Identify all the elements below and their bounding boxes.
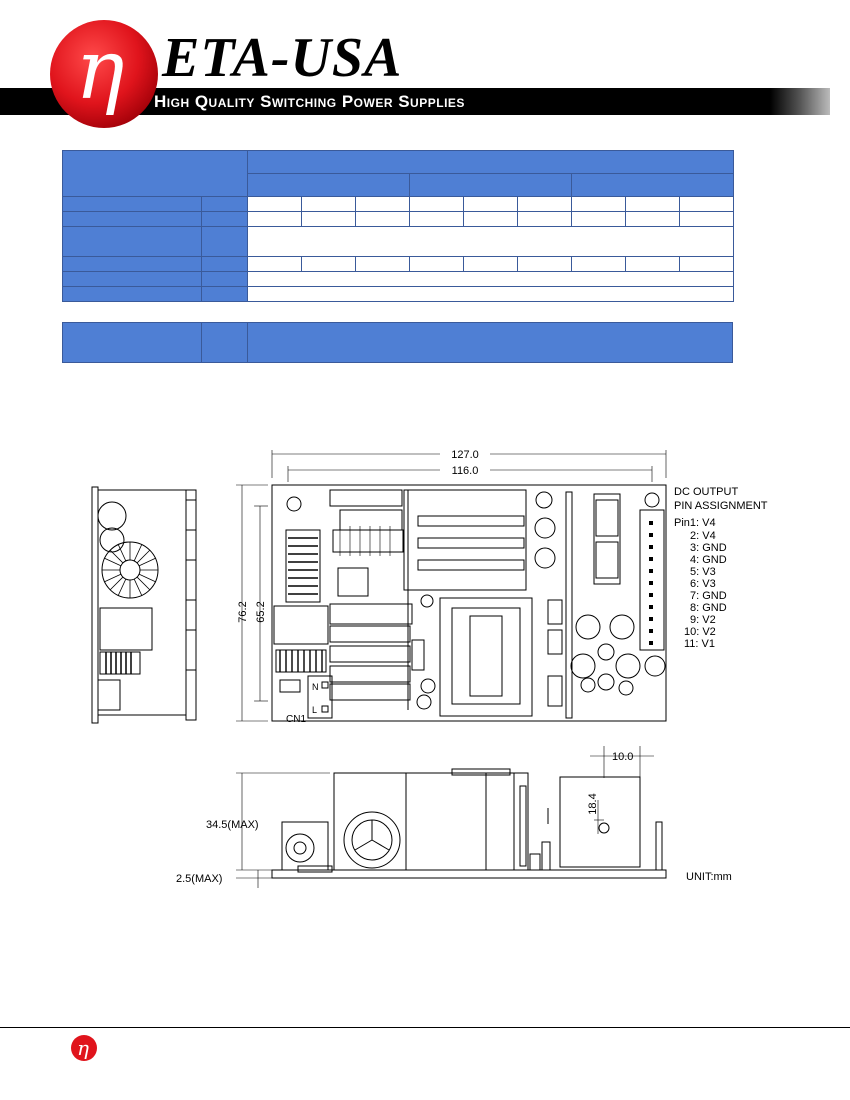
side-view — [91, 486, 197, 724]
dim-hole-width: 65.2 — [255, 601, 267, 622]
table-cell — [409, 173, 572, 197]
pin-5: 5: V3 — [690, 566, 716, 578]
pin-11: 11: V1 — [684, 638, 715, 650]
unit-label: UNIT:mm — [686, 871, 732, 883]
dim-width: 76.2 — [237, 601, 249, 622]
tagline-text: High Quality Switching Power Supplies — [154, 92, 465, 111]
table-row — [62, 211, 735, 227]
table-cell — [570, 173, 735, 197]
table-row — [62, 226, 735, 257]
dim-top-offset: 10.0 — [612, 751, 633, 763]
dim-length: 127.0 — [451, 449, 479, 461]
dim-pin-height: 2.5(MAX) — [176, 873, 222, 885]
front-view: 10.0 18.4 34.5(MAX) 2.5(MAX) UNIT:mm — [176, 746, 732, 888]
footer-logo-icon: η — [71, 1035, 97, 1061]
pin-7: 7: GND — [690, 590, 727, 602]
svg-text:η: η — [77, 1036, 89, 1060]
pin-8: 8: GND — [690, 602, 727, 614]
spec-table — [62, 150, 735, 302]
top-view: 127.0 116.0 76.2 65.2 — [236, 447, 667, 725]
dim-hole-length: 116.0 — [452, 465, 479, 477]
pin-title-2: PIN ASSIGNMENT — [674, 500, 768, 512]
tagline: High Quality Switching Power Supplies — [154, 91, 465, 113]
table-row — [62, 196, 735, 212]
pin-6: 6: V3 — [690, 578, 716, 590]
pin-title-1: DC OUTPUT — [674, 486, 738, 498]
pin-10: 10: V2 — [684, 626, 716, 638]
table-row — [62, 322, 733, 363]
dim-height: 34.5(MAX) — [206, 819, 259, 831]
table-row — [62, 271, 735, 287]
pin-3: 3: GND — [690, 542, 727, 554]
footer-divider — [0, 1027, 850, 1028]
mechanical-drawing: 127.0 116.0 76.2 65.2 — [91, 447, 768, 888]
pin-assignment: DC OUTPUT PIN ASSIGNMENT Pin1: V4 2: V4 … — [674, 486, 768, 650]
table-cell — [246, 150, 735, 174]
conn-n: N — [312, 682, 319, 692]
brand-name: ETA-USA — [162, 27, 403, 89]
eta-logo-icon: η — [50, 20, 158, 128]
table-cell — [62, 150, 248, 197]
pin-4: 4: GND — [690, 554, 727, 566]
notes-table — [62, 322, 733, 363]
pin-1: Pin1: V4 — [674, 517, 716, 529]
dim-side-offset: 18.4 — [587, 793, 599, 814]
table-row — [62, 286, 735, 302]
pin-2: 2: V4 — [690, 530, 716, 542]
table-row — [62, 256, 735, 272]
pin-9: 9: V2 — [690, 614, 716, 626]
logo-glyph: η — [75, 23, 124, 118]
conn-l: L — [312, 705, 317, 715]
cn1-label: CN1 — [286, 714, 306, 725]
table-cell — [247, 173, 410, 197]
